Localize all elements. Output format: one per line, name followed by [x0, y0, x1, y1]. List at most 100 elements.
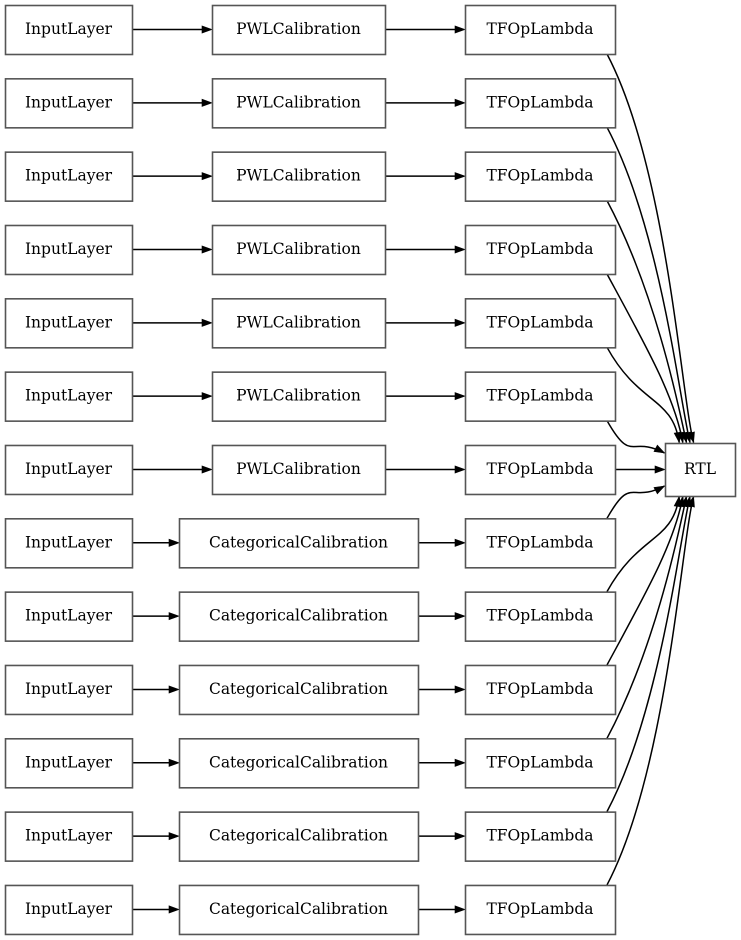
- node-tfoplambda-10-label: TFOpLambda: [486, 753, 593, 771]
- node-input-layer-9[interactable]: InputLayer: [4, 664, 134, 716]
- node-input-layer-8[interactable]: InputLayer: [4, 591, 134, 642]
- node-input-layer-7[interactable]: InputLayer: [4, 518, 134, 569]
- edge-input-to-calibration-7-arrowhead: [168, 538, 180, 547]
- node-calibration-9[interactable]: CategoricalCalibration: [178, 664, 420, 716]
- node-calibration-7-label: CategoricalCalibration: [209, 533, 388, 551]
- node-input-layer-12[interactable]: InputLayer: [4, 884, 134, 936]
- edge-calibration-to-lambda-10-arrowhead: [454, 758, 466, 767]
- node-input-layer-9-label: InputLayer: [25, 680, 113, 698]
- node-tfoplambda-10[interactable]: TFOpLambda: [464, 737, 617, 789]
- edge-lambda-to-rtl-8: [606, 496, 680, 593]
- node-input-layer-1[interactable]: InputLayer: [4, 78, 134, 129]
- node-input-layer-0-box: [4, 4, 134, 56]
- node-calibration-1[interactable]: PWLCalibration: [211, 78, 387, 129]
- edge-lambda-to-rtl-9: [606, 496, 684, 666]
- node-tfoplambda-0-label: TFOpLambda: [486, 20, 593, 38]
- edge-lambda-to-rtl-2: [606, 200, 688, 443]
- node-tfoplambda-11[interactable]: TFOpLambda: [464, 811, 617, 862]
- node-input-layer-6-label: InputLayer: [25, 460, 113, 478]
- node-calibration-4[interactable]: PWLCalibration: [211, 298, 387, 349]
- node-calibration-5-label: PWLCalibration: [236, 387, 361, 405]
- edge-lambda-to-rtl-1: [606, 126, 691, 443]
- node-calibration-6[interactable]: PWLCalibration: [211, 444, 387, 496]
- node-tfoplambda-4-box: [464, 298, 617, 349]
- node-tfoplambda-8[interactable]: TFOpLambda: [464, 591, 617, 642]
- edge-calibration-to-lambda-0-arrowhead: [454, 25, 466, 34]
- node-calibration-10[interactable]: CategoricalCalibration: [178, 737, 420, 789]
- node-input-layer-2-box: [4, 151, 134, 202]
- node-input-layer-4-box: [4, 298, 134, 349]
- node-tfoplambda-7-label: TFOpLambda: [486, 533, 593, 551]
- node-tfoplambda-4[interactable]: TFOpLambda: [464, 298, 617, 349]
- node-calibration-11-box: [178, 811, 420, 862]
- node-tfoplambda-3[interactable]: TFOpLambda: [464, 224, 617, 276]
- node-tfoplambda-1[interactable]: TFOpLambda: [464, 78, 617, 129]
- edge-input-to-calibration-0-arrowhead: [201, 25, 213, 34]
- node-tfoplambda-7-box: [464, 518, 617, 569]
- node-calibration-0[interactable]: PWLCalibration: [211, 4, 387, 56]
- node-calibration-5[interactable]: PWLCalibration: [211, 371, 387, 422]
- edge-input-to-calibration-1-arrowhead: [201, 98, 213, 107]
- node-input-layer-10[interactable]: InputLayer: [4, 737, 134, 789]
- node-input-layer-6[interactable]: InputLayer: [4, 444, 134, 496]
- node-tfoplambda-0[interactable]: TFOpLambda: [464, 4, 617, 56]
- node-tfoplambda-8-label: TFOpLambda: [486, 607, 593, 625]
- edge-input-to-calibration-8-arrowhead: [168, 612, 180, 621]
- node-calibration-3-label: PWLCalibration: [236, 240, 361, 258]
- edge-lambda-to-rtl-12: [606, 496, 695, 886]
- edge-lambda-to-rtl-4: [606, 346, 680, 443]
- node-input-layer-1-box: [4, 78, 134, 129]
- edge-lambda-to-rtl-11: [606, 496, 691, 812]
- node-calibration-4-label: PWLCalibration: [236, 313, 361, 331]
- node-calibration-8-label: CategoricalCalibration: [209, 607, 388, 625]
- node-calibration-12-box: [178, 884, 420, 936]
- node-calibration-0-label: PWLCalibration: [236, 20, 361, 38]
- node-calibration-8[interactable]: CategoricalCalibration: [178, 591, 420, 642]
- node-input-layer-4[interactable]: InputLayer: [4, 298, 134, 349]
- node-calibration-12[interactable]: CategoricalCalibration: [178, 884, 420, 936]
- node-input-layer-5[interactable]: InputLayer: [4, 371, 134, 422]
- node-input-layer-3[interactable]: InputLayer: [4, 224, 134, 276]
- node-tfoplambda-12[interactable]: TFOpLambda: [464, 884, 617, 936]
- edge-input-to-calibration-3-arrowhead: [201, 245, 213, 254]
- node-input-layer-0[interactable]: InputLayer: [4, 4, 134, 56]
- edge-input-to-calibration-12-arrowhead: [168, 905, 180, 914]
- node-calibration-2-box: [211, 151, 387, 202]
- node-tfoplambda-5[interactable]: TFOpLambda: [464, 371, 617, 422]
- node-calibration-10-label: CategoricalCalibration: [209, 753, 388, 771]
- edge-calibration-to-lambda-3-arrowhead: [454, 245, 466, 254]
- node-tfoplambda-7[interactable]: TFOpLambda: [464, 518, 617, 569]
- edge-lambda-to-rtl-12-arrowhead: [687, 495, 695, 508]
- node-input-layer-11-box: [4, 811, 134, 862]
- node-rtl[interactable]: RTL: [664, 442, 737, 498]
- node-tfoplambda-12-box: [464, 884, 617, 936]
- node-calibration-5-box: [211, 371, 387, 422]
- node-tfoplambda-10-box: [464, 737, 617, 789]
- node-tfoplambda-6-box: [464, 444, 617, 496]
- node-calibration-2[interactable]: PWLCalibration: [211, 151, 387, 202]
- edge-lambda-to-rtl-10: [606, 496, 688, 739]
- node-input-layer-8-label: InputLayer: [25, 607, 113, 625]
- node-input-layer-11[interactable]: InputLayer: [4, 811, 134, 862]
- edge-input-to-calibration-5-arrowhead: [201, 392, 213, 401]
- node-rtl-label: RTL: [684, 460, 716, 478]
- node-input-layer-2[interactable]: InputLayer: [4, 151, 134, 202]
- node-calibration-7[interactable]: CategoricalCalibration: [178, 518, 420, 569]
- edge-calibration-to-lambda-8-arrowhead: [454, 612, 466, 621]
- node-calibration-4-box: [211, 298, 387, 349]
- node-input-layer-8-box: [4, 591, 134, 642]
- node-input-layer-5-box: [4, 371, 134, 422]
- node-tfoplambda-6[interactable]: TFOpLambda: [464, 444, 617, 496]
- node-input-layer-7-label: InputLayer: [25, 533, 113, 551]
- node-tfoplambda-9[interactable]: TFOpLambda: [464, 664, 617, 716]
- node-calibration-6-label: PWLCalibration: [236, 460, 361, 478]
- node-calibration-2-label: PWLCalibration: [236, 167, 361, 185]
- edge-lambda-to-rtl-3: [606, 273, 684, 443]
- node-calibration-11[interactable]: CategoricalCalibration: [178, 811, 420, 862]
- edge-calibration-to-lambda-11-arrowhead: [454, 832, 466, 841]
- node-input-layer-2-label: InputLayer: [25, 167, 113, 185]
- node-calibration-3[interactable]: PWLCalibration: [211, 224, 387, 276]
- node-tfoplambda-2[interactable]: TFOpLambda: [464, 151, 617, 202]
- edge-calibration-to-lambda-9-arrowhead: [454, 685, 466, 694]
